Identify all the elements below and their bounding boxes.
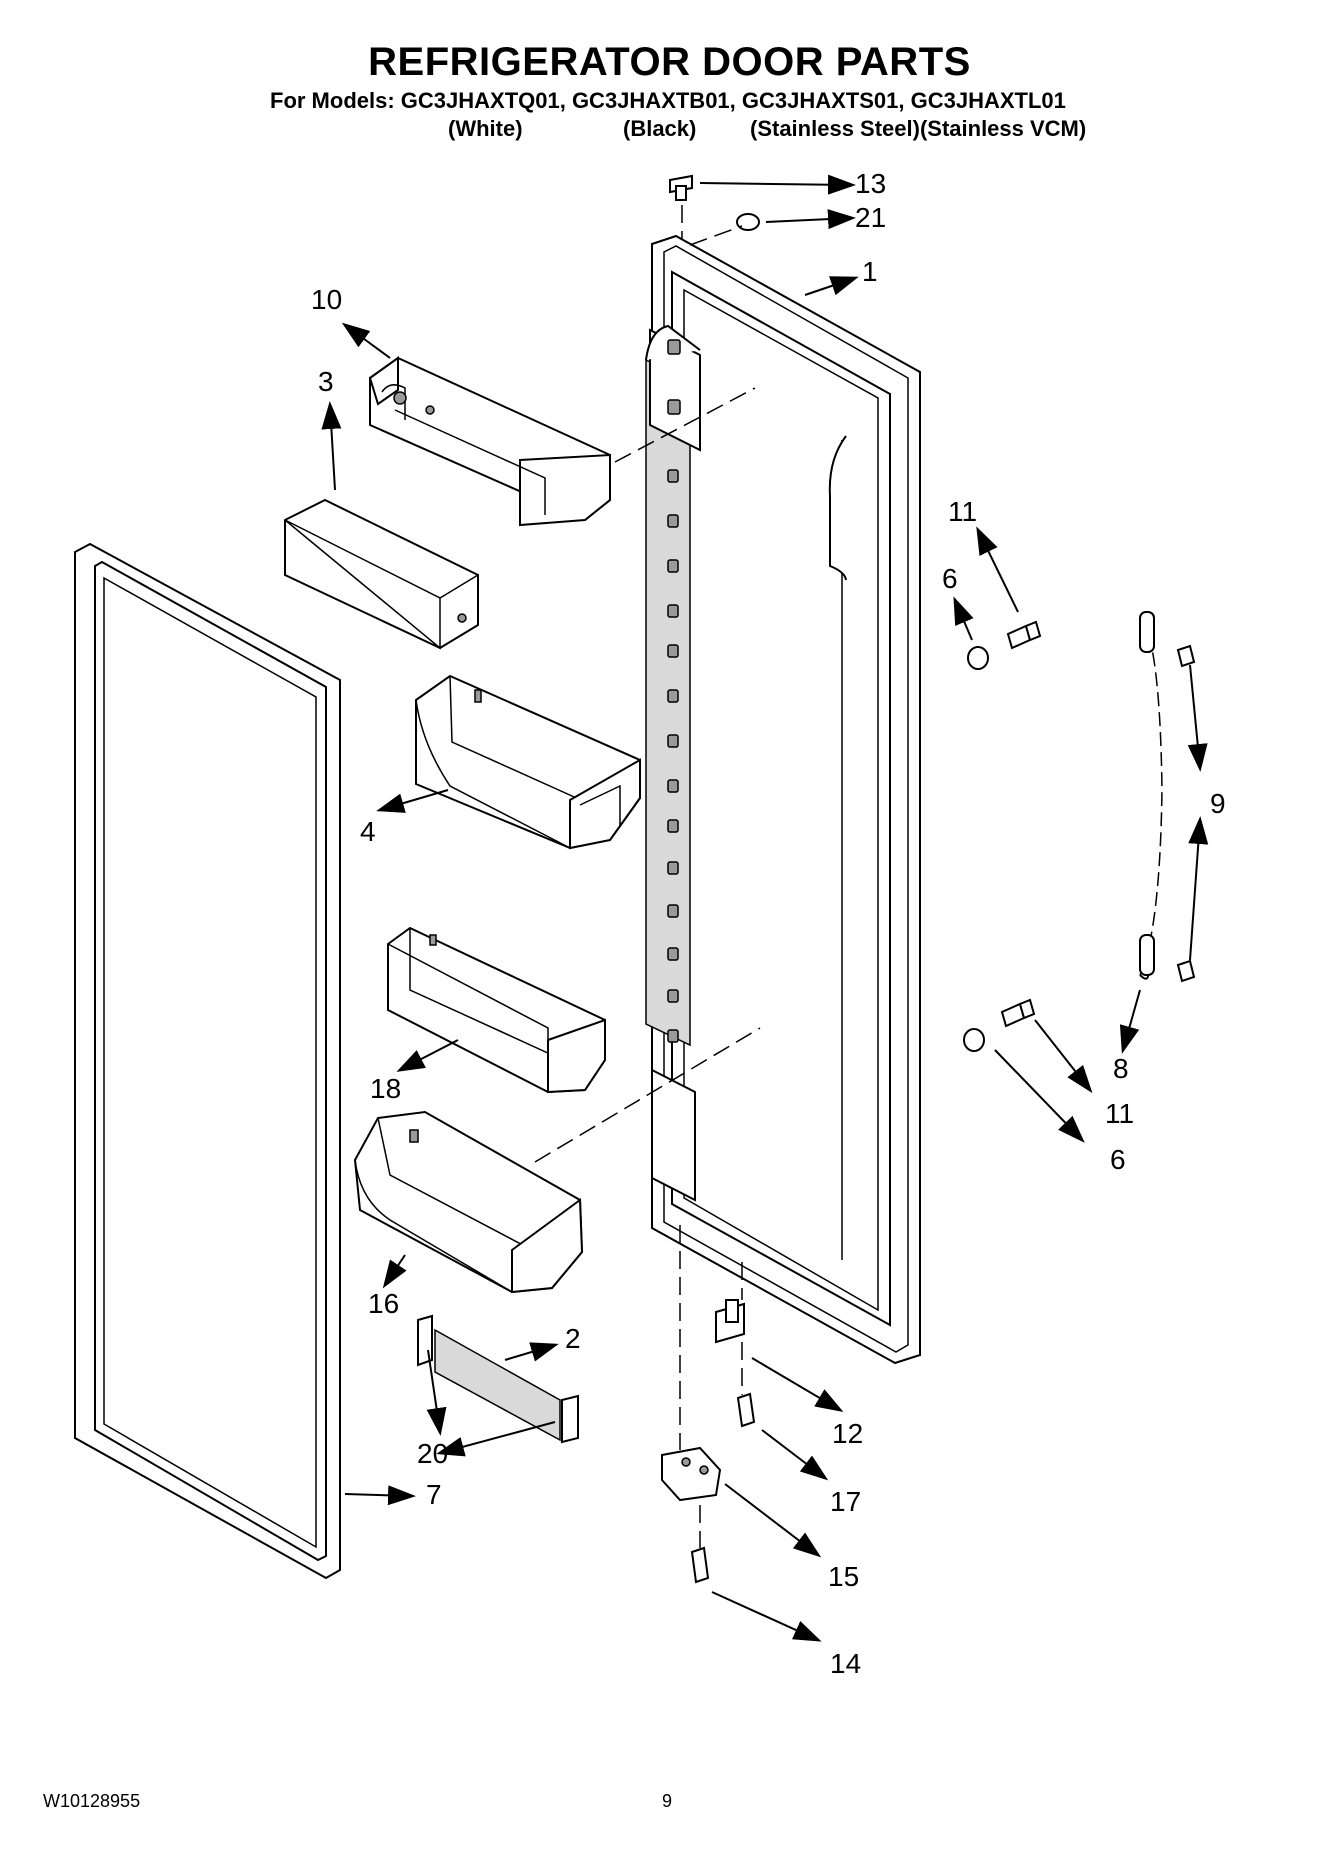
door-bin-4 <box>415 674 641 850</box>
callout-12: 12 <box>832 1418 864 1449</box>
variant-black: (Black) <box>623 116 697 141</box>
callout-17: 17 <box>830 1486 862 1517</box>
callout-11-bottom: 11 <box>1105 1098 1135 1129</box>
callout-20: 20 <box>417 1438 449 1469</box>
callout-14: 14 <box>830 1648 862 1679</box>
callout-3: 3 <box>318 366 334 397</box>
handle-8 <box>1139 611 1196 983</box>
callout-6-top: 6 <box>942 563 958 594</box>
variant-white: (White) <box>448 116 523 141</box>
callout-10: 10 <box>311 284 343 315</box>
callout-13: 13 <box>855 168 887 199</box>
callout-9: 9 <box>1210 788 1226 819</box>
door-gasket <box>74 542 341 1580</box>
callout-1: 1 <box>862 256 878 287</box>
models-line: For Models: GC3JHAXTQ01, GC3JHAXTB01, GC… <box>270 88 1066 113</box>
callout-11-top: 11 <box>948 496 978 527</box>
variant-stainless: (Stainless Steel)(Stainless VCM) <box>750 116 1087 141</box>
leader-arrows <box>321 174 1209 1642</box>
callout-8: 8 <box>1113 1053 1129 1084</box>
callout-6-bottom: 6 <box>1110 1144 1126 1175</box>
callout-4: 4 <box>360 816 376 847</box>
callout-21: 21 <box>855 202 887 233</box>
door-bin-18 <box>387 926 606 1094</box>
callout-18: 18 <box>370 1073 402 1104</box>
callout-2: 2 <box>565 1323 581 1354</box>
page-number: 9 <box>662 1791 673 1811</box>
small-hardware <box>661 174 1042 1584</box>
page-title: REFRIGERATOR DOOR PARTS <box>368 40 971 84</box>
dairy-bin-10 <box>368 356 611 527</box>
door-assembly <box>645 234 921 1365</box>
rail-clips <box>667 339 681 1043</box>
callout-15: 15 <box>828 1561 860 1592</box>
callout-7: 7 <box>426 1479 442 1510</box>
trim-strip-2 <box>417 1314 579 1444</box>
callout-16: 16 <box>368 1288 400 1319</box>
document-number: W10128955 <box>43 1791 141 1811</box>
explode-lines <box>534 205 761 1548</box>
door-bin-16 <box>353 1110 584 1294</box>
dairy-door-3 <box>284 498 479 650</box>
